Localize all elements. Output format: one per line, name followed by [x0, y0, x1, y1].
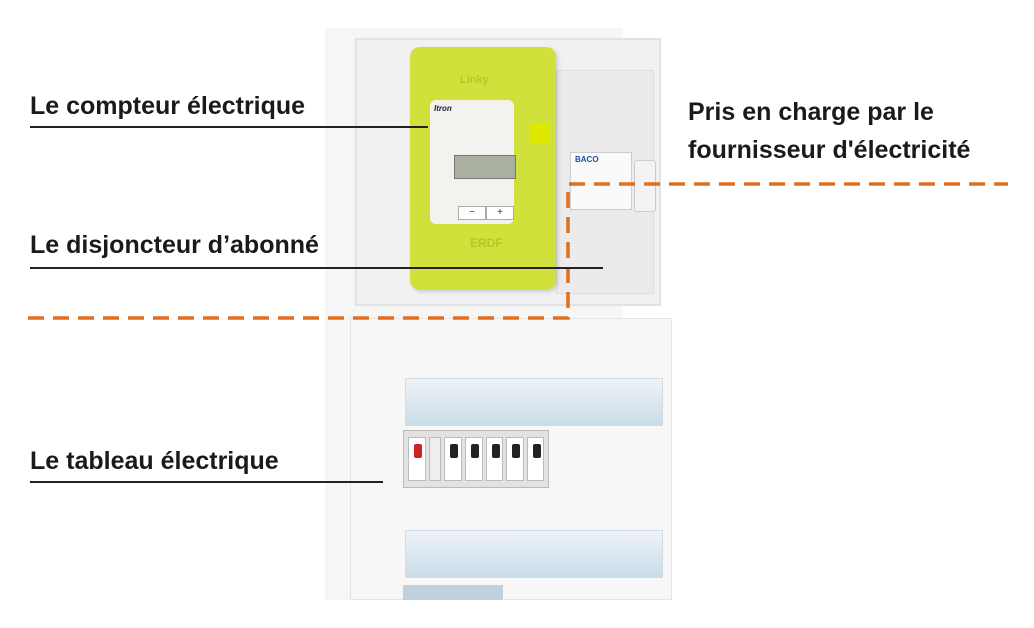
breaker-toggle [634, 160, 656, 212]
circuit-breakers [403, 430, 549, 488]
label-subscriber-breaker: Le disjoncteur d’abonné [30, 231, 319, 259]
breaker-module [408, 437, 426, 481]
panel-cover-rail [405, 530, 663, 578]
leader-line-meter [30, 126, 428, 128]
meter-maker: Itron [434, 104, 452, 113]
label-supplier-line2: fournisseur d'électricité [688, 136, 971, 164]
breaker-module [428, 437, 442, 481]
breaker-brand: BACO [575, 155, 599, 164]
meter-display [454, 155, 516, 179]
panel-cover-rail [405, 378, 663, 426]
label-meter: Le compteur électrique [30, 92, 306, 120]
meter-tab [530, 124, 550, 144]
breaker-module [464, 437, 483, 481]
breaker-module [444, 437, 462, 481]
meter-minus-button: − [458, 206, 486, 220]
leader-line-breaker [30, 267, 603, 269]
meter-plus-button: + [486, 206, 514, 220]
subscriber-breaker-device: BACO [570, 152, 632, 210]
leader-line-panel [30, 481, 383, 483]
label-supplier-line1: Pris en charge par le [688, 98, 934, 126]
label-panel: Le tableau électrique [30, 447, 279, 475]
erdf-logo: ERDF [470, 236, 503, 250]
lower-modules [403, 585, 503, 600]
breaker-module [506, 437, 524, 481]
meter-brand: Linky [460, 74, 489, 86]
breaker-module [526, 437, 545, 481]
breaker-module [485, 437, 504, 481]
